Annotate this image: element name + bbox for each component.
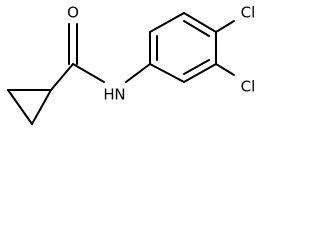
chlorine-bottom-bond — [215, 63, 235, 76]
oxygen-atom-label: O — [67, 4, 79, 22]
cyclopropyl-bond-2 — [7, 89, 33, 125]
chlorine-bottom-label: Cl — [241, 78, 256, 96]
chloro-substituents — [215, 20, 235, 76]
chlorine-top-label: Cl — [241, 4, 256, 22]
carbonyl-to-nitrogen-bond — [72, 63, 105, 83]
chemical-structure: O H N Cl Cl — [7, 4, 256, 125]
chlorine-top-bond — [215, 20, 235, 33]
benzene-inner-bond-b — [183, 20, 210, 37]
benzene-bond-2 — [149, 12, 185, 33]
nitrogen-atom-label: N — [114, 86, 125, 104]
benzene-bond-6 — [149, 63, 185, 83]
benzene-inner-bond-c — [183, 59, 210, 75]
ring-to-carbonyl-bond — [50, 63, 74, 91]
nitrogen-hydrogen-label: H — [103, 86, 114, 104]
benzene-ring — [149, 12, 217, 83]
cyclopropyl-bond-1 — [31, 89, 52, 125]
benzene-bond-5 — [183, 63, 217, 83]
cyclopropane-ring — [7, 89, 52, 125]
benzene-bond-3 — [183, 12, 217, 33]
nitrogen-to-ring-bond — [125, 63, 151, 83]
amide-group — [50, 23, 151, 91]
